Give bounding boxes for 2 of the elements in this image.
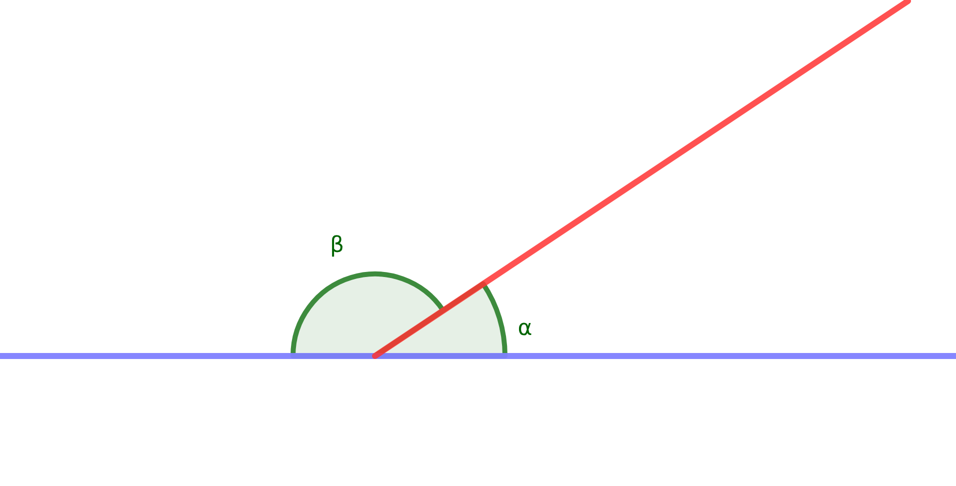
angle-label: α (518, 318, 532, 340)
angle-label: β (330, 235, 344, 257)
